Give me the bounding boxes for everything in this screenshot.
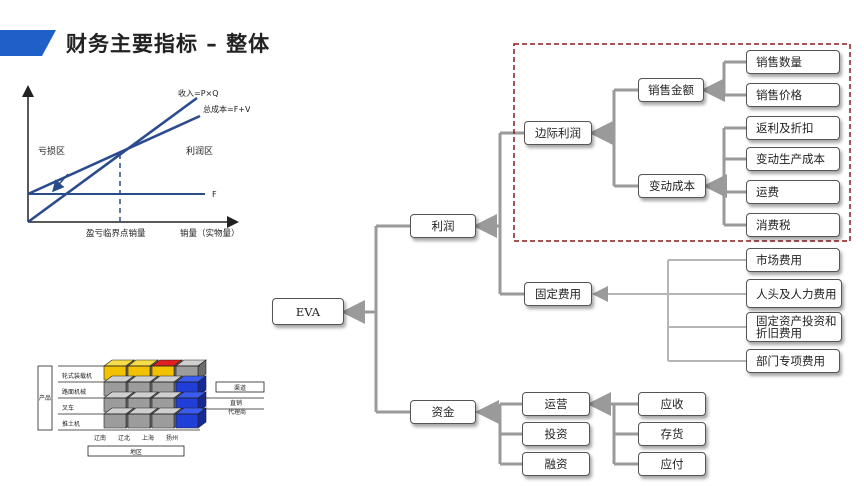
cube-right-label-0: 渠道 bbox=[234, 384, 246, 392]
cube-bottom-caption: 地区 bbox=[130, 448, 142, 456]
cube-row-2: 叉车 bbox=[62, 404, 74, 412]
node-operation: 运营 bbox=[522, 392, 590, 416]
node-consumption-tax: 消费税 bbox=[746, 213, 840, 237]
node-sales-amount: 销售金额 bbox=[638, 78, 704, 102]
node-dept-fee: 部门专项费用 bbox=[746, 349, 840, 373]
cube-bottom-3: 扬州 bbox=[166, 434, 178, 442]
node-var-prod-cost: 变动生产成本 bbox=[746, 147, 840, 171]
edge-sales bbox=[704, 60, 746, 95]
edge-operation bbox=[590, 404, 638, 466]
product-cube-diagram: 产品 轮式装载机 路面机械 叉车 推土机 渠道 直销 代理商 辽南 辽北 上海 … bbox=[37, 359, 265, 457]
x-axis-label: 销量（实物量） bbox=[180, 228, 240, 239]
loss-arrow bbox=[52, 173, 69, 193]
node-receivable: 应收 bbox=[638, 392, 706, 416]
edge-varcost bbox=[706, 126, 746, 227]
cube-bottom-0: 辽南 bbox=[94, 434, 106, 442]
node-investment: 投资 bbox=[522, 422, 590, 446]
fixed-cost-label: F bbox=[212, 190, 217, 199]
node-freight: 运费 bbox=[746, 180, 840, 204]
revenue-label: 收入=P×Q bbox=[178, 88, 219, 98]
cube-row-1: 路面机械 bbox=[62, 388, 86, 396]
node-financing: 融资 bbox=[522, 452, 590, 476]
loss-zone-label: 亏损区 bbox=[38, 145, 65, 157]
node-sales-qty: 销售数量 bbox=[746, 50, 840, 74]
page-title: 财务主要指标 – 整体 bbox=[66, 32, 271, 56]
cube-cells bbox=[103, 359, 207, 429]
profit-zone-label: 利润区 bbox=[186, 145, 213, 157]
node-profit: 利润 bbox=[410, 214, 476, 238]
edge-eva bbox=[344, 224, 410, 414]
cube-row-3: 推土机 bbox=[62, 420, 80, 428]
node-capital: 资金 bbox=[410, 400, 476, 424]
node-sales-price: 销售价格 bbox=[746, 83, 840, 107]
node-margin-profit: 边际利润 bbox=[524, 121, 592, 145]
revenue-line bbox=[27, 96, 198, 224]
cube-row-0: 轮式装载机 bbox=[62, 372, 92, 380]
cube-bottom-2: 上海 bbox=[142, 434, 154, 442]
node-inventory: 存货 bbox=[638, 422, 706, 446]
node-payable: 应付 bbox=[638, 452, 706, 476]
node-fixed-asset: 固定资产投资和折旧费用 bbox=[746, 312, 842, 342]
edge-capital bbox=[478, 404, 522, 466]
node-fixed-cost: 固定费用 bbox=[524, 282, 592, 306]
breakeven-chart: 收入=P×Q 总成本=F+V×Q 亏损区 利润区 F 盈亏临界点销量 销量（实物… bbox=[22, 85, 250, 239]
cube-bottom-1: 辽北 bbox=[118, 434, 130, 442]
cube-side-label: 产品 bbox=[39, 394, 51, 402]
total-cost-label: 总成本=F+V×Q bbox=[203, 104, 250, 114]
node-rebate: 返利及折扣 bbox=[746, 116, 840, 140]
cube-right-label-1: 直销 bbox=[230, 399, 242, 407]
node-market-fee: 市场费用 bbox=[746, 248, 840, 272]
node-eva: EVA bbox=[272, 298, 344, 325]
edge-fixedcost bbox=[594, 259, 746, 362]
node-variable-cost: 变动成本 bbox=[638, 174, 706, 198]
highlight-box bbox=[513, 43, 851, 242]
breakeven-label: 盈亏临界点销量 bbox=[86, 228, 146, 239]
edge-margin bbox=[592, 88, 638, 188]
node-personnel: 人头及人力费用 bbox=[746, 279, 842, 308]
cube-right-label-2: 代理商 bbox=[228, 408, 246, 416]
edge-profit bbox=[476, 131, 524, 296]
